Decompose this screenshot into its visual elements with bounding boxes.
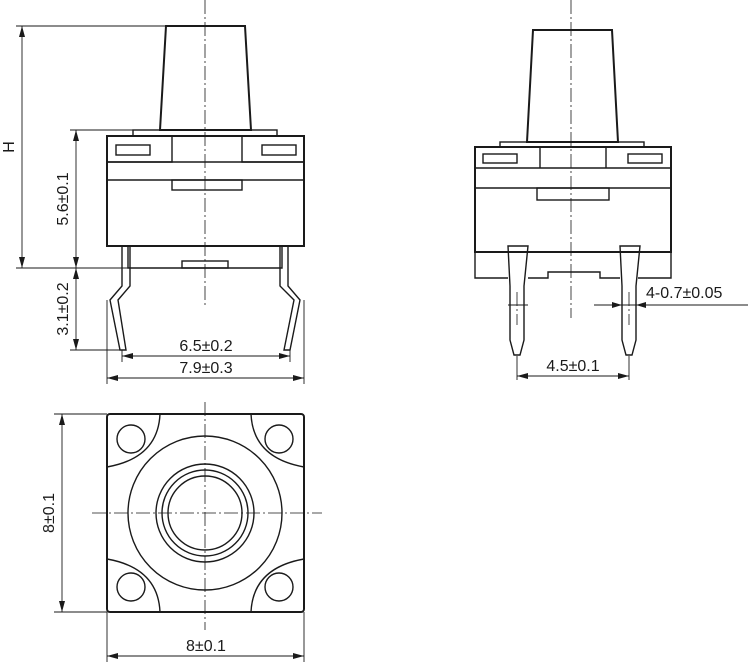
top-view <box>92 402 322 630</box>
side-view <box>474 0 672 356</box>
side-dimensions: 4-0.7±0.05 4.5±0.1 <box>516 285 748 380</box>
front-view <box>106 0 305 351</box>
height-label: H <box>1 141 18 153</box>
lead-outer-label: 7.9±0.3 <box>179 360 232 377</box>
lead-pitch-label: 6.5±0.2 <box>179 338 232 355</box>
lead-width-label: 4-0.7±0.05 <box>646 285 722 302</box>
top-width-label: 8±0.1 <box>186 638 226 655</box>
front-dimensions: H 5.6±0.1 3.1±0.2 6.5±0.2 7.9±0.3 <box>1 25 305 384</box>
top-height-label: 8±0.1 <box>41 493 58 533</box>
lead-spacing-label: 4.5±0.1 <box>546 358 599 375</box>
body-height-label: 5.6±0.1 <box>55 172 72 225</box>
top-dimensions: 8±0.1 8±0.1 <box>41 413 305 662</box>
lead-length-label: 3.1±0.2 <box>55 282 72 335</box>
